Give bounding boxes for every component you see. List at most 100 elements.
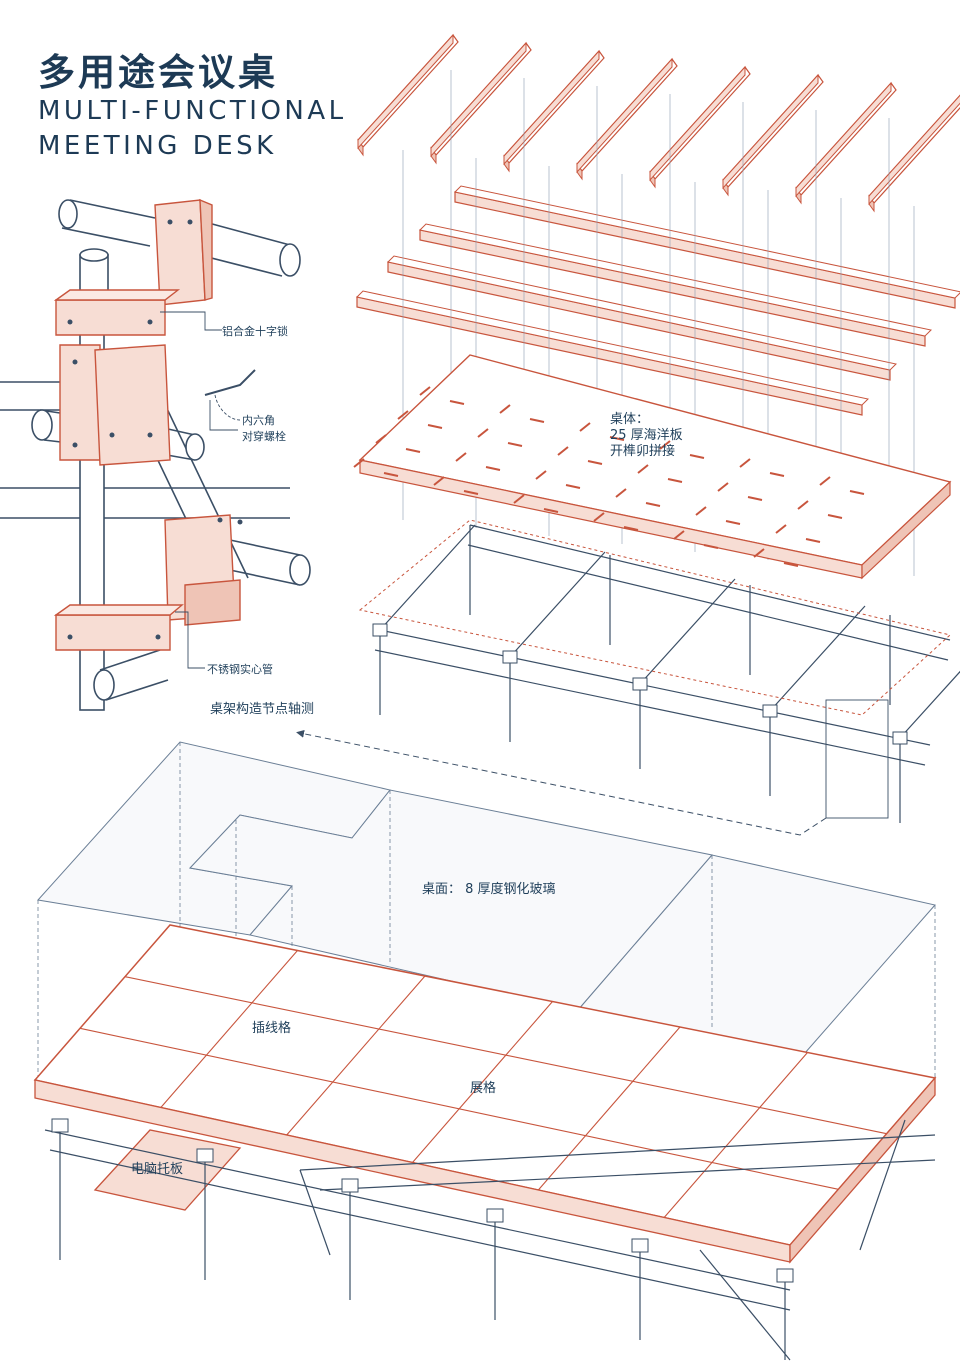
tube — [379, 524, 476, 631]
joint-detail — [0, 198, 311, 711]
long-rails — [355, 185, 960, 416]
steel-tube-frame — [372, 524, 960, 823]
tenon-slot — [485, 466, 501, 471]
grid-divider — [663, 1052, 808, 1218]
tenon-slot — [427, 424, 443, 429]
tenon-slot — [747, 496, 763, 501]
slat-face — [868, 94, 960, 206]
top-slats — [357, 33, 960, 213]
rail-top — [355, 290, 870, 406]
grid-divider — [412, 1001, 553, 1163]
grid-divider — [79, 1027, 839, 1190]
tube — [467, 544, 949, 661]
clamp — [51, 1118, 69, 1133]
tenon-slot — [557, 446, 569, 456]
tenon-slot — [659, 440, 671, 450]
tube — [379, 629, 931, 746]
tenon-slot — [579, 422, 591, 432]
tube — [899, 670, 960, 739]
tenon-slot — [695, 506, 707, 516]
tenon-slot — [543, 508, 559, 513]
tube — [374, 649, 926, 766]
clamp — [372, 623, 388, 637]
tenon-slot — [849, 490, 865, 495]
tube — [859, 1119, 906, 1251]
label-steel-tube: 不锈钢实心管 — [207, 663, 273, 676]
slat-face — [795, 81, 892, 198]
tenon-slot — [673, 530, 685, 540]
clamp — [341, 1178, 359, 1193]
label-hex-bolt-line2: 对穿螺栓 — [242, 430, 286, 443]
tenon-slot — [535, 470, 547, 480]
tenon-slot — [383, 472, 399, 477]
tube — [699, 1249, 791, 1361]
label-cable-grid: 插线格 — [252, 1021, 292, 1036]
slat-face — [722, 73, 819, 190]
frame-outline-dashed — [358, 519, 952, 716]
rail-top — [453, 185, 960, 299]
tenon-slot — [477, 428, 489, 438]
grid-divider — [286, 975, 426, 1136]
clamp — [631, 1238, 649, 1253]
title-chinese: 多用途会议桌 — [38, 51, 278, 94]
tenon-slot — [645, 502, 661, 507]
tenon-slot — [637, 464, 649, 474]
tenon-slot — [615, 488, 627, 498]
title-english-line2: MEETING DESK — [38, 131, 277, 161]
tenon-slot — [805, 538, 821, 543]
tube — [639, 578, 736, 685]
tenon-slot — [463, 490, 479, 495]
tube — [319, 1159, 936, 1191]
tenon-slot — [689, 454, 705, 459]
tenon-slot — [433, 476, 445, 486]
tenon-slot — [717, 482, 729, 492]
grid-divider — [537, 1026, 681, 1191]
tenon-slot — [775, 524, 787, 534]
tenon-slot — [667, 478, 683, 483]
label-desk-body-line3: 开榫卯拼接 — [610, 444, 676, 459]
tenon-slot — [753, 548, 765, 558]
tenon-slot — [783, 562, 799, 567]
tube — [469, 524, 951, 641]
slat-face — [503, 49, 600, 166]
label-joint-axonometric: 桌架构造节点轴测 — [210, 702, 315, 717]
tenon-slot — [507, 442, 523, 447]
tenon-slot — [593, 512, 605, 522]
detail-callout-arrow — [296, 699, 889, 836]
clamp — [776, 1268, 794, 1283]
tenon-slot — [725, 520, 741, 525]
clamp — [762, 704, 778, 718]
tenon-slot — [739, 458, 751, 468]
tenon-slot — [419, 386, 431, 396]
tenon-slot — [375, 434, 387, 444]
tenon-slot — [405, 448, 421, 453]
tube — [49, 1149, 791, 1311]
tenon-slot — [499, 404, 511, 414]
clamp — [892, 731, 908, 745]
grid-divider — [124, 976, 887, 1135]
glass-top-panels — [37, 741, 936, 1071]
clamp — [632, 677, 648, 691]
tenon-slot — [513, 494, 525, 504]
tenon-slot — [819, 476, 831, 486]
tube — [44, 1129, 791, 1291]
desk-body-board — [353, 354, 952, 580]
rail-top — [418, 223, 933, 337]
tenon-slot — [397, 410, 409, 420]
tenon-slot — [703, 544, 719, 549]
bottom-steel-frame — [44, 1118, 936, 1361]
clamp — [196, 1148, 214, 1163]
label-computer-tray: 电脑托板 — [131, 1162, 184, 1177]
tenon-slot — [565, 484, 581, 489]
tube — [769, 605, 866, 712]
tenon-slot — [769, 472, 785, 477]
tenon-slot — [609, 436, 625, 441]
clamp — [502, 650, 518, 664]
tube — [299, 1134, 936, 1171]
label-desk-body: 桌体： 25 厚海洋板 开榫卯拼接 — [610, 412, 683, 460]
label-hex-bolt: 内六角 对穿螺栓 — [242, 413, 286, 445]
tenon-slot — [623, 526, 639, 531]
display-grid-tray — [33, 924, 937, 1264]
rail-top — [386, 255, 898, 371]
